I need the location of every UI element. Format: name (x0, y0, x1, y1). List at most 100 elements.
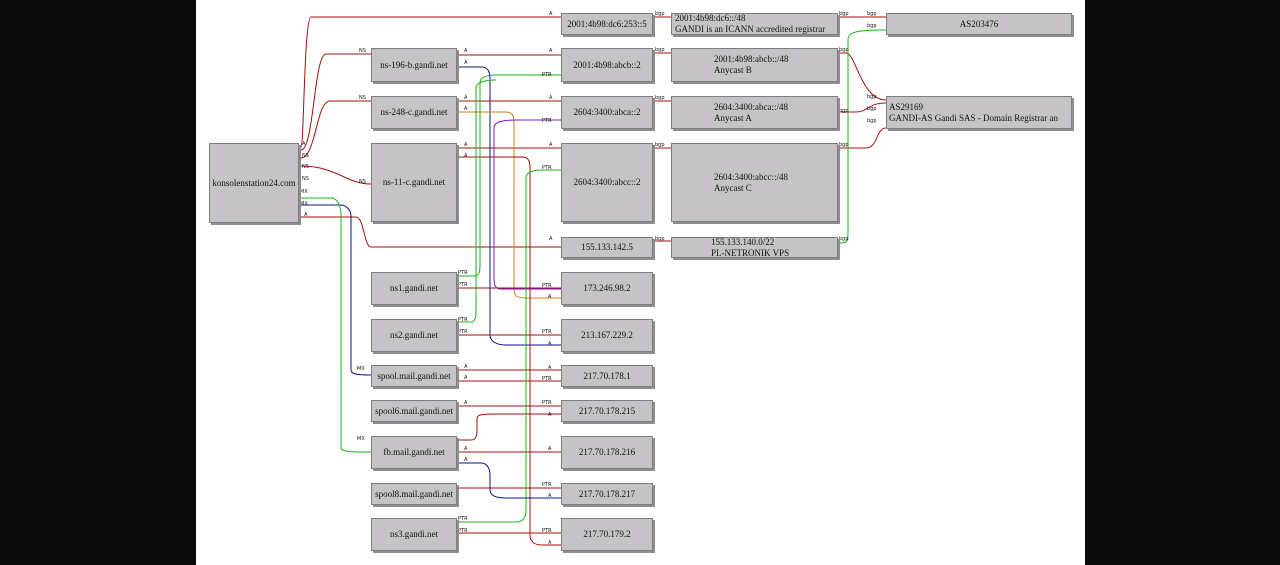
fb-mail-node[interactable]: fb.mail.gandi.net (371, 436, 457, 469)
prefix-2001-abcb-node[interactable]: 2001:4b98:abcb::/48 Anycast B (671, 48, 838, 82)
prefix-2001-dc6-node[interactable]: 2001:4b98:dc6::/48 GANDI is an ICANN acc… (671, 13, 838, 35)
edge-ptr-ns1-abcb (458, 74, 561, 277)
edge-bgp-155-as203476 (838, 29, 887, 244)
edge-mx-spool (301, 204, 372, 376)
svg-text:bgp: bgp (867, 94, 877, 100)
edge-a-196b-213 (458, 66, 561, 346)
edge-a-domain-155 (301, 216, 561, 248)
as203476-node[interactable]: AS203476 (886, 13, 1072, 35)
ip-217-70-178-216-node[interactable]: 217.70.178.216 (561, 436, 653, 469)
ip-155-node[interactable]: 155.133.142.5 (561, 237, 653, 258)
svg-text:NS: NS (359, 179, 366, 185)
edge-a-248c-173 (458, 111, 561, 299)
ip-2604-abca-node[interactable]: 2604:3400:abca::2 (561, 96, 653, 129)
svg-text:NS: NS (359, 95, 366, 101)
edge-bgp-abca-as29169 (838, 102, 887, 113)
svg-text:bgp: bgp (867, 106, 877, 112)
svg-text:bgp: bgp (867, 11, 877, 17)
prefix-description: Anycast A (714, 112, 752, 123)
ns3-node[interactable]: ns3.gandi.net (371, 518, 457, 551)
svg-text:PTR: PTR (542, 482, 552, 488)
ip-173-node[interactable]: 173.246.98.2 (561, 272, 653, 305)
svg-text:NS: NS (302, 164, 309, 170)
svg-text:bgp: bgp (655, 95, 665, 101)
svg-text:A: A (464, 106, 468, 112)
svg-text:NS: NS (302, 176, 309, 182)
edge-a-fb-217 (458, 462, 561, 499)
edge-ptr-ns2-abca (458, 79, 497, 323)
ns1-node[interactable]: ns1.gandi.net (371, 272, 457, 305)
svg-text:A: A (464, 60, 468, 66)
spool6-mail-node[interactable]: spool6.mail.gandi.net (371, 400, 457, 422)
svg-text:NS: NS (359, 48, 366, 54)
edge-a-domain-dc6 (300, 16, 561, 148)
svg-text:PTR: PTR (458, 516, 468, 522)
ns-11-c-node[interactable]: ns-11-c.gandi.net (371, 143, 457, 222)
svg-text:A: A (464, 400, 468, 406)
dns-graph-canvas: NS NS NS A NS NS NS MX MX A MX MX A A A … (196, 0, 1085, 565)
ip-217-70-179-2-node[interactable]: 217.70.179.2 (561, 518, 653, 551)
ns2-node[interactable]: ns2.gandi.net (371, 319, 457, 352)
svg-text:bgp: bgp (655, 47, 665, 53)
svg-text:A: A (548, 412, 552, 418)
svg-text:A: A (548, 365, 552, 371)
svg-text:PTR: PTR (542, 400, 552, 406)
prefix-label: 155.133.140.0/22 (711, 236, 775, 247)
ip-217-70-178-217-node[interactable]: 217.70.178.217 (561, 483, 653, 505)
edge-a-fb-216 (458, 413, 561, 441)
svg-text:bgp: bgp (839, 142, 849, 148)
ip-217-70-178-215-node[interactable]: 217.70.178.215 (561, 400, 653, 422)
svg-text:PTR: PTR (542, 329, 552, 335)
edge-ns-11c (300, 165, 372, 185)
svg-text:bgp: bgp (839, 108, 849, 114)
svg-text:A: A (548, 294, 552, 300)
svg-text:bgp: bgp (655, 236, 665, 242)
edge-bgp-abcc-as29169 (838, 127, 887, 149)
svg-text:A: A (464, 95, 468, 101)
svg-text:A: A (549, 11, 553, 17)
ip-2001-dc6-node[interactable]: 2001:4b98:dc6:253::5 (561, 13, 653, 35)
prefix-155-node[interactable]: 155.133.140.0/22 PL-NETRONIK VPS (671, 237, 838, 258)
ip-2604-abcc-node[interactable]: 2604:3400:abcc::2 (561, 143, 653, 222)
svg-text:bgp: bgp (655, 142, 665, 148)
svg-text:PTR: PTR (542, 72, 552, 78)
svg-text:PTR: PTR (458, 282, 468, 288)
svg-text:A: A (464, 364, 468, 370)
svg-text:A: A (304, 212, 308, 218)
svg-text:bgp: bgp (839, 47, 849, 53)
svg-text:A: A (548, 341, 552, 347)
prefix-description: Anycast C (714, 182, 752, 193)
svg-text:PTR: PTR (542, 376, 552, 382)
svg-text:PTR: PTR (542, 118, 552, 124)
svg-text:PTR: PTR (458, 317, 468, 323)
domain-node[interactable]: konsolenstation24.com (209, 143, 299, 223)
svg-text:PTR: PTR (542, 283, 552, 289)
svg-text:PTR: PTR (458, 329, 468, 335)
svg-text:A: A (464, 153, 468, 159)
svg-text:A: A (549, 142, 553, 148)
svg-text:A: A (464, 457, 468, 463)
prefix-2604-abca-node[interactable]: 2604:3400:abca::/48 Anycast A (671, 96, 838, 129)
prefix-label: 2001:4b98:dc6::/48 (675, 13, 746, 23)
edge-mx-fb (301, 197, 372, 453)
prefix-label: 2604:3400:abca::/48 (714, 101, 788, 112)
edge-ns-248c (300, 100, 371, 159)
spool8-mail-node[interactable]: spool8.mail.gandi.net (371, 483, 457, 505)
edge-a-11c-217-179 (458, 156, 561, 546)
ip-213-node[interactable]: 213.167.229.2 (561, 319, 653, 352)
as29169-node[interactable]: AS29169 GANDI-AS Gandi SAS - Domain Regi… (886, 96, 1072, 129)
svg-text:bgp: bgp (655, 11, 665, 17)
spool-mail-node[interactable]: spool.mail.gandi.net (371, 365, 457, 387)
svg-text:A: A (464, 48, 468, 54)
ip-2001-abcb-node[interactable]: 2001:4b98:abcb::2 (561, 48, 653, 82)
prefix-2604-abcc-node[interactable]: 2604:3400:abcc::/48 Anycast C (671, 143, 838, 222)
ip-217-70-178-1-node[interactable]: 217.70.178.1 (561, 365, 653, 387)
svg-text:PTR: PTR (542, 528, 552, 534)
graph-edges: NS NS NS A NS NS NS MX MX A MX MX A A A … (300, 11, 887, 546)
svg-text:A: A (548, 493, 552, 499)
prefix-label: 2604:3400:abcc::/48 (714, 171, 788, 182)
ns-248-c-node[interactable]: ns-248-c.gandi.net (371, 96, 457, 129)
ns-196-b-node[interactable]: ns-196-b.gandi.net (371, 48, 457, 82)
prefix-description: PL-NETRONIK VPS (711, 247, 790, 258)
svg-text:A: A (464, 446, 468, 452)
